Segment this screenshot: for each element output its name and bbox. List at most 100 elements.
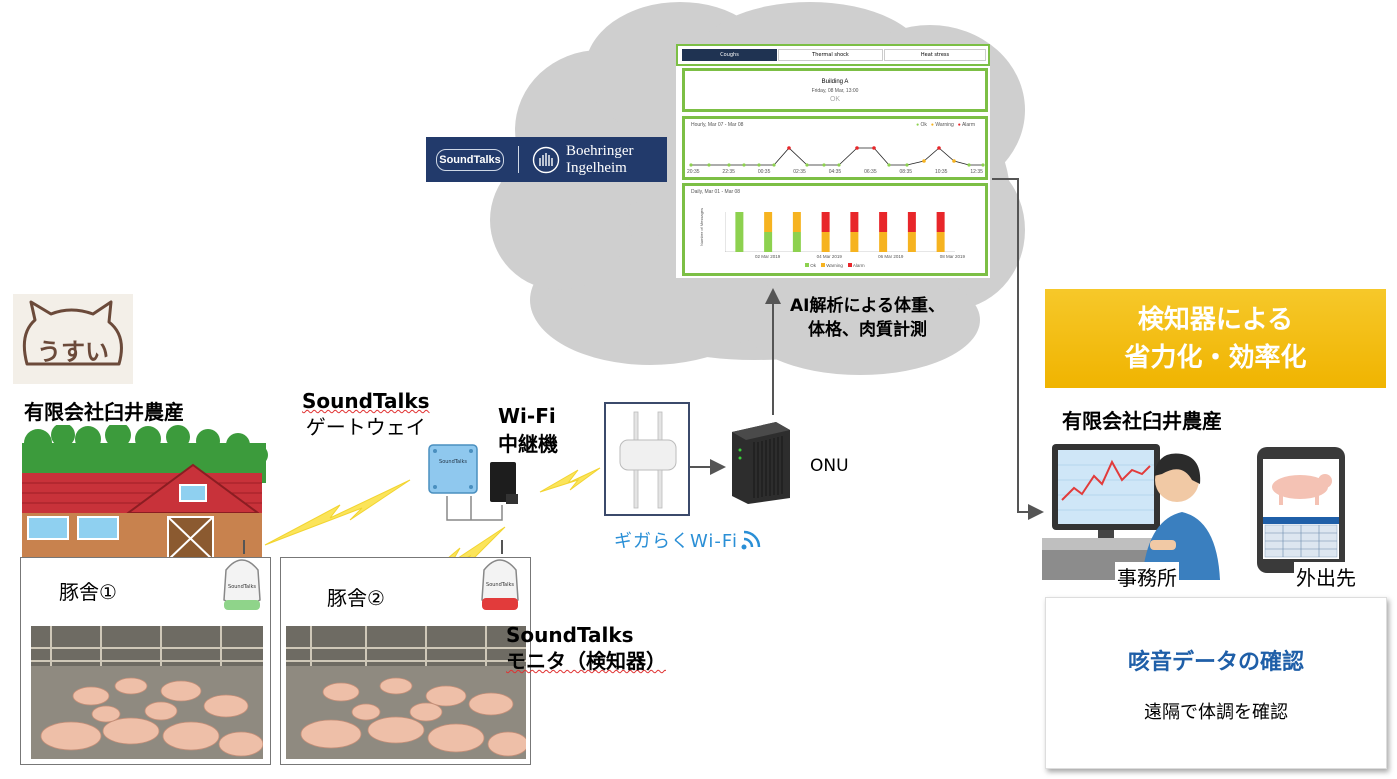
daily-legend-alarm: Alarm [852,263,865,268]
daily-bar-warning [821,232,830,252]
daily-legend-ok: Ok [810,263,817,268]
gateway-label-line2: ゲートウェイ [305,415,426,439]
daily-title: Daily, Mar 01 - Mar 08 [691,189,741,195]
boehringer-emblem-icon [532,146,560,174]
daily-bar-warning [936,232,945,252]
pig-pen-2-label: 豚舎② [327,586,385,610]
boehringer-line1: Boehringer [566,143,634,159]
building-status: OK [829,96,841,103]
boehringer-line2: Ingelheim [566,160,627,176]
hourly-legend: ● Ok ● Warning ● Alarm [916,122,975,128]
office-worker-pc-illustration [1042,444,1220,580]
result-title: 咳音データの確認 [1127,650,1304,675]
ai-analysis-label: AI解析による体重、 体格、肉質計測 [790,294,945,342]
onu-label: ONU [810,456,849,476]
access-point-icon [619,411,677,509]
gigaraku-wifi-label: ギガらくWi-Fi [614,527,762,553]
daily-bar-warning [850,232,859,252]
tab-thermal-label: Thermal shock [812,52,849,58]
farm-company-name: 有限会社臼井農産 [24,400,184,424]
daily-tick: 06 Mar 2019 [878,254,904,259]
soundtalks-monitor-2-icon: SoundTalks [481,540,519,610]
daily-legend-warning: Warning [826,263,843,268]
hourly-legend-alarm: Alarm [961,122,975,128]
svg-text:SoundTalks: SoundTalks [486,582,514,588]
dashboard-screenshot: Coughs Thermal shock Heat stress Buildin… [676,44,990,278]
hourly-tick: 10:35 [934,169,948,175]
lightning-bolt-icon [539,467,601,493]
soundtalks-logo: SoundTalks [436,149,504,171]
daily-bar-ok [792,232,801,252]
building-panel: Building A Friday, 08 Mar, 13:00 OK [682,68,988,112]
daily-bar-warning [792,212,801,232]
hourly-tick: 22:35 [722,169,735,175]
onu-device-icon [732,422,790,504]
outside-label: 外出先 [1294,562,1358,591]
office-label: 事務所 [1115,562,1179,591]
hourly-tick: 08:35 [899,169,913,175]
hourly-tick: 06:35 [864,169,877,175]
tab-heat-stress[interactable]: Heat stress [884,49,986,61]
monitor-label-line1: SoundTalks [506,623,634,647]
hourly-legend-warning: Warning [935,122,954,128]
tab-heat-label: Heat stress [920,52,950,58]
daily-bar-warning [879,232,888,252]
pig-face-logo-icon [22,300,123,366]
daily-x-ticks: 02 Mar 2019 04 Mar 2019 06 Mar 2019 08 M… [755,254,965,259]
daily-panel: Daily, Mar 01 - Mar 08 Number of Message… [682,183,988,276]
daily-bar-warning [764,212,773,232]
result-card: 咳音データの確認 遠隔で体調を確認 [1045,597,1387,769]
pig-pen-1-label: 豚舎① [59,580,117,604]
hourly-x-ticks: 20:35 22:35 00:35 02:35 04:35 06:35 08:3… [687,169,983,175]
hourly-legend-ok: Ok [920,122,927,128]
hourly-tick: 00:35 [757,169,771,175]
gateway-label-line1: SoundTalks [302,389,430,413]
daily-bar-warning [907,232,916,252]
daily-bar-alarm [821,212,830,232]
pig-pen-1-photo [31,626,263,759]
benefit-line1: 検知器による [1137,304,1294,335]
wifi-repeater-icon [490,462,518,504]
daily-bar-ok [735,212,744,252]
tab-coughs-label: Coughs [720,52,739,58]
dashboard-tabs: Coughs Thermal shock Heat stress [676,44,990,66]
hourly-panel: Hourly, Mar 07 - Mar 08 ● Ok ● Warning ●… [682,116,988,180]
daily-bar-alarm [936,212,945,232]
lightning-bolt-icon [264,479,411,546]
tab-coughs[interactable]: Coughs [682,49,777,61]
hourly-title: Hourly, Mar 07 - Mar 08 [691,122,744,128]
smartphone-icon [1257,447,1345,573]
soundtalks-logo-text: SoundTalks [439,154,501,166]
daily-tick: 02 Mar 2019 [755,254,781,259]
hourly-line-chart [689,146,985,167]
daily-legend: Ok Warning Alarm [805,263,865,268]
pig-pen-2-photo [286,626,526,759]
barn-illustration [22,425,268,560]
daily-bar-alarm [907,212,916,232]
hourly-tick: 12:35 [970,169,983,175]
building-title: Building A [821,79,849,85]
hourly-tick: 20:35 [687,169,700,175]
wifi-access-point-frame [604,402,690,516]
soundtalks-gateway-icon: SoundTalks [428,444,478,494]
daily-bar-ok [764,232,773,252]
ai-label-line2: 体格、肉質計測 [807,320,927,340]
soundtalks-monitor-1-icon: SoundTalks [223,540,261,610]
gateway-label: SoundTalks ゲートウェイ [302,388,430,440]
usui-logo: うすい [13,294,133,384]
logo-text: うすい [37,338,109,366]
monitor-label-line2: モニタ（検知器） [506,649,666,673]
wifi-signal-icon [741,530,761,550]
svg-text:SoundTalks: SoundTalks [439,459,467,465]
hourly-tick: 02:35 [793,169,806,175]
wifi-label-line1: Wi-Fi [498,404,556,428]
wifi-repeater-label: Wi-Fi 中継機 [498,402,558,458]
pig-pen-1-card: 豚舎① [20,557,271,765]
monitor-label: SoundTalks モニタ（検知器） [506,622,666,674]
building-date: Friday, 08 Mar, 13:00 [811,88,859,94]
tab-thermal-shock[interactable]: Thermal shock [778,49,883,61]
result-subtitle: 遠隔で体調を確認 [1144,702,1288,723]
daily-tick: 04 Mar 2019 [816,254,842,259]
office-company-name: 有限会社臼井農産 [1062,409,1222,433]
